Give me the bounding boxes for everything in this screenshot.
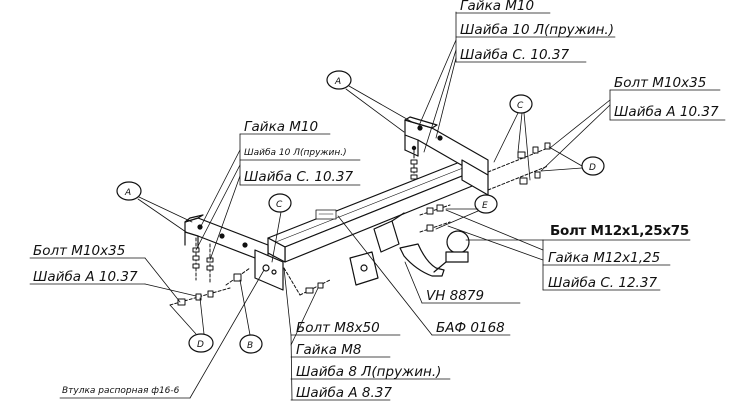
crossbar-tube bbox=[267, 157, 488, 263]
svg-text:A: A bbox=[334, 77, 341, 87]
leader-lines bbox=[29, 11, 726, 401]
socket-code-label: БАФ 0168 bbox=[436, 320, 505, 336]
bottom-washer-label: Шайба А 8.37 bbox=[296, 385, 392, 401]
bottom-bolt-label: Болт М8х50 bbox=[296, 320, 380, 336]
label-plate bbox=[315, 209, 337, 220]
bubble-d-right: D bbox=[581, 156, 605, 176]
right-bolt-washer-label: Шайба А 10.37 bbox=[614, 104, 719, 120]
bubble-a-left: A bbox=[116, 181, 142, 201]
ball-bolt-label: Болт М12х1,25х75 bbox=[550, 223, 689, 239]
bushing-label: Втулка распорная ф16-6 bbox=[62, 386, 180, 396]
svg-text:E: E bbox=[482, 201, 488, 211]
left-bolt-label: Болт М10х35 bbox=[33, 243, 126, 259]
top-right-nut-label: Гайка М10 bbox=[460, 0, 535, 14]
ball-nut-label: Гайка М12х1,25 bbox=[548, 250, 661, 266]
left-upper-spring-washer-label: Шайба 10 Л(пружин.) bbox=[244, 148, 347, 158]
right-bolt-label: Болт М10х35 bbox=[614, 75, 707, 91]
svg-text:D: D bbox=[589, 163, 596, 173]
svg-text:D: D bbox=[197, 340, 204, 350]
bubble-e: E bbox=[474, 194, 498, 214]
left-upper-washer-label: Шайба С. 10.37 bbox=[244, 169, 354, 185]
bubble-a-top: A bbox=[326, 70, 352, 90]
bottom-nut-label: Гайка М8 bbox=[296, 342, 362, 358]
top-right-spring-washer-label: Шайба 10 Л(пружин.) bbox=[460, 22, 614, 38]
ball-washer-label: Шайба С. 12.37 bbox=[548, 275, 658, 291]
model-code-label: VH 8879 bbox=[426, 288, 485, 304]
svg-text:A: A bbox=[124, 188, 131, 198]
svg-text:B: B bbox=[247, 341, 253, 351]
svg-text:C: C bbox=[517, 101, 524, 111]
bubble-d-left: D bbox=[188, 333, 214, 353]
svg-text:C: C bbox=[276, 200, 283, 210]
bubble-c-left: C bbox=[268, 193, 292, 213]
tow-ball bbox=[399, 230, 470, 277]
top-right-washer-label: Шайба С. 10.37 bbox=[460, 47, 570, 63]
left-mounting-bracket bbox=[184, 214, 284, 291]
fasteners bbox=[169, 142, 551, 306]
bubble-c-top: C bbox=[509, 94, 533, 114]
center-plate bbox=[349, 212, 405, 286]
right-mounting-bracket bbox=[404, 116, 489, 196]
left-upper-nut-label: Гайка М10 bbox=[244, 119, 319, 135]
bubble-b: B bbox=[239, 334, 263, 354]
left-bolt-washer-label: Шайба А 10.37 bbox=[33, 269, 138, 285]
bottom-spring-washer-label: Шайба 8 Л(пружин.) bbox=[296, 364, 442, 380]
